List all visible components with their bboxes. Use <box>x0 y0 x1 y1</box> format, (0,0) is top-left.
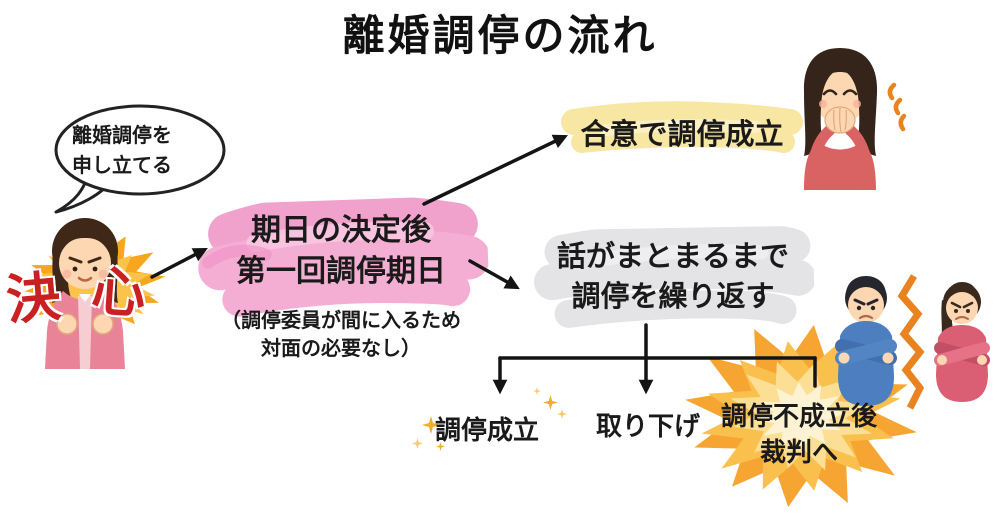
withdrawal-outcome-label: 取り下げ <box>595 411 700 441</box>
speech-bubble <box>54 104 226 214</box>
gray-marker-highlight <box>534 225 815 328</box>
page-title: 離婚調停の流れ <box>342 12 658 59</box>
repeat-line2: 調停を繰り返す <box>571 281 775 313</box>
angry-man <box>835 276 897 406</box>
arrow-to-agreement <box>422 134 568 206</box>
step-first-date-line2: 第一回調停期日 <box>236 255 446 288</box>
speech-bubble-line1: 離婚調停を <box>72 125 172 147</box>
excitement-marks-icon <box>887 82 907 132</box>
determination-char-left: 決 <box>3 266 63 332</box>
failure-outcome-label: 調停不成立後 裁判へ <box>708 398 890 470</box>
arrow-to-repeat <box>468 259 520 290</box>
arrow-petition-to-first-date <box>150 247 208 279</box>
angry-couple-illustration <box>835 274 990 410</box>
note-line2: 対面の必要なし） <box>261 338 421 360</box>
yellow-marker-highlight <box>561 101 803 153</box>
repeat-step-label: 話がまとまるまで 調停を繰り返す <box>528 237 818 317</box>
failure-line2: 裁判へ <box>759 437 838 467</box>
repeat-line1: 話がまとまるまで <box>556 241 789 273</box>
success-outcome-label: 調停成立 <box>434 415 539 445</box>
agreement-outcome-label: 合意で調停成立 <box>580 119 784 151</box>
angry-woman <box>934 282 990 402</box>
determination-char-right: 心 <box>89 261 148 325</box>
step-first-date-label: 期日の決定後 第一回調停期日 <box>198 210 484 292</box>
pink-marker-highlight <box>198 194 490 317</box>
relieved-woman-illustration <box>803 48 878 190</box>
step-first-date-line1: 期日の決定後 <box>251 214 431 247</box>
note-line1: （調停委員が間に入るため <box>221 310 461 332</box>
lightning-split-icon <box>897 274 925 410</box>
speech-bubble-text: 離婚調停を 申し立てる <box>72 121 172 181</box>
step-first-date-note: （調停委員が間に入るため 対面の必要なし） <box>190 307 492 363</box>
determined-woman-illustration <box>45 218 125 369</box>
speech-bubble-line2: 申し立てる <box>72 155 172 177</box>
failure-line1: 調停不成立後 <box>720 401 877 431</box>
